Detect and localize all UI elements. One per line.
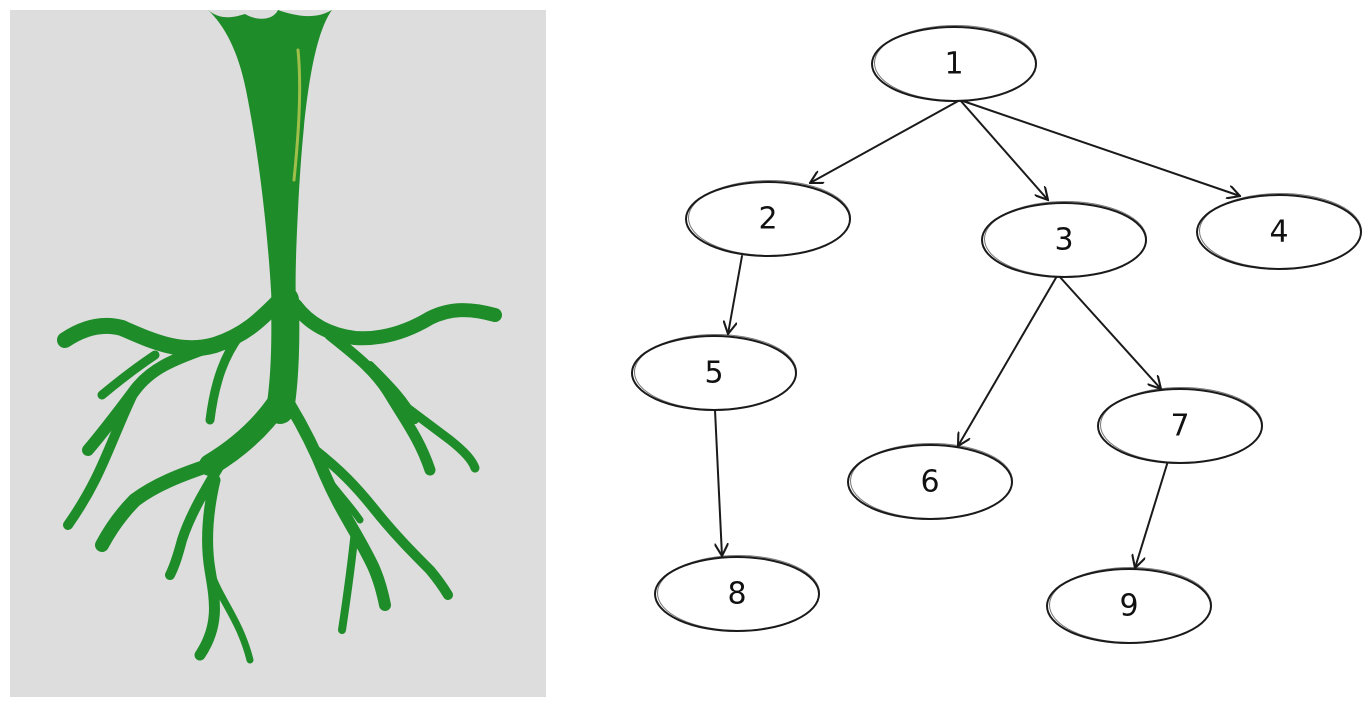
edges-layer	[714, 99, 1240, 568]
node-8-ellipse-sketch	[657, 555, 820, 631]
plant-stem-and-roots	[57, 10, 502, 664]
plant-root-image	[10, 10, 546, 697]
node-2-label: 2	[758, 202, 777, 237]
edge-1-to-4	[959, 99, 1240, 196]
node-2-ellipse-sketch	[688, 180, 851, 256]
node-5: 5	[631, 334, 797, 411]
node-9-label: 9	[1119, 589, 1138, 624]
node-3-label: 3	[1054, 223, 1073, 258]
edge-3-to-7	[1058, 275, 1161, 389]
tree-diagram-canvas: 1 2 3 4 5 6 7 8 9	[631, 25, 1362, 644]
plant-root-illustration	[10, 10, 546, 697]
node-3-ellipse-sketch	[984, 201, 1147, 277]
node-1-ellipse-sketch	[874, 25, 1037, 101]
edge-7-to-9	[1135, 460, 1169, 568]
node-5-ellipse-sketch	[634, 334, 797, 410]
node-4: 4	[1196, 193, 1362, 270]
node-1-label: 1	[944, 47, 963, 82]
node-9: 9	[1046, 567, 1212, 644]
node-2: 2	[685, 180, 851, 257]
node-6-label: 6	[920, 465, 939, 500]
edge-2-to-5	[728, 255, 743, 334]
tree-diagram: 1 2 3 4 5 6 7 8 9	[560, 0, 1371, 707]
node-5-label: 5	[704, 356, 723, 391]
stem-highlight	[292, 48, 302, 182]
node-4-ellipse-sketch	[1199, 193, 1362, 269]
edge-1-to-2	[810, 99, 961, 183]
node-7: 7	[1097, 387, 1263, 464]
node-4-label: 4	[1269, 215, 1288, 250]
node-6: 6	[847, 443, 1013, 520]
node-9-ellipse-sketch	[1049, 567, 1212, 643]
edge-5-to-8	[714, 409, 722, 556]
node-1: 1	[871, 25, 1037, 102]
node-8-label: 8	[727, 577, 746, 612]
node-7-ellipse-sketch	[1100, 387, 1263, 463]
node-3: 3	[981, 201, 1147, 278]
edge-3-to-6	[958, 275, 1058, 446]
node-8: 8	[654, 555, 820, 632]
edge-1-to-3	[959, 99, 1048, 200]
node-6-ellipse-sketch	[850, 443, 1013, 519]
node-7-label: 7	[1170, 409, 1189, 444]
nodes-layer: 1 2 3 4 5 6 7 8 9	[631, 25, 1362, 644]
